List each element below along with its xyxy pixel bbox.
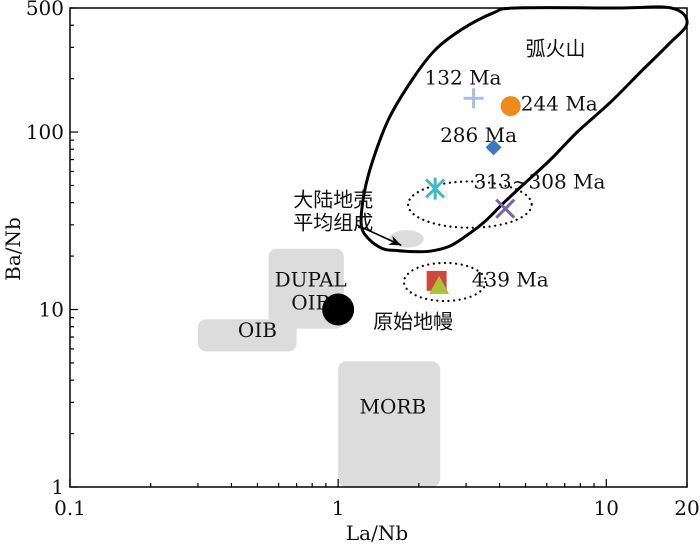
series-label-439-ma: 439 Ma (472, 267, 549, 291)
point-439-ma-triangle (429, 275, 450, 294)
point-286-ma-diamond (485, 139, 502, 156)
primitive-mantle-point (322, 293, 355, 326)
field-label-oib: OIB (238, 318, 277, 342)
y-tick-label: 100 (26, 120, 64, 144)
arc-volcanic-field-outline (359, 5, 689, 254)
group-ellipse-313-308-ma (407, 180, 533, 229)
point-313-308-ma-asterisk (425, 177, 446, 200)
x-tick-label: 0.1 (54, 496, 86, 520)
continental-crust-arrowhead (388, 235, 402, 246)
point-313-308-ma-x (495, 198, 516, 219)
field-morb (338, 361, 441, 487)
x-axis-label: La/Nb (346, 521, 408, 545)
point-132-ma-plus (463, 88, 484, 109)
primitive-mantle-label: 原始地幔 (373, 310, 453, 334)
data-points-layer (322, 88, 521, 326)
y-tick-label: 10 (39, 298, 64, 322)
plot-frame (69, 7, 688, 488)
group-ellipse-439-ma (402, 261, 487, 303)
y-tick-label: 1 (51, 475, 64, 499)
group-label-313-308-ma: 313~308 Ma (474, 170, 606, 194)
y-tick-label: 500 (26, 0, 64, 20)
series-label-286-ma: 286 Ma (440, 123, 517, 147)
x-tick-label: 1 (332, 496, 345, 520)
sample-group-ellipses-layer (402, 180, 533, 303)
series-label-244-ma: 244 Ma (521, 92, 598, 116)
y-axis-label: Ba/Nb (1, 217, 25, 281)
x-tick-label: 10 (594, 496, 619, 520)
arc-field-label: 弧火山 (526, 36, 586, 60)
field-label-morb: MORB (360, 394, 427, 418)
arc-field-outline-layer (359, 5, 689, 254)
field-oib (197, 319, 297, 352)
continental-crust-label: 大陆地壳平均组成 (293, 188, 373, 235)
point-244-ma-circle (500, 96, 521, 117)
series-label-132-ma: 132 Ma (425, 66, 502, 90)
x-tick-label: 20 (674, 496, 699, 520)
